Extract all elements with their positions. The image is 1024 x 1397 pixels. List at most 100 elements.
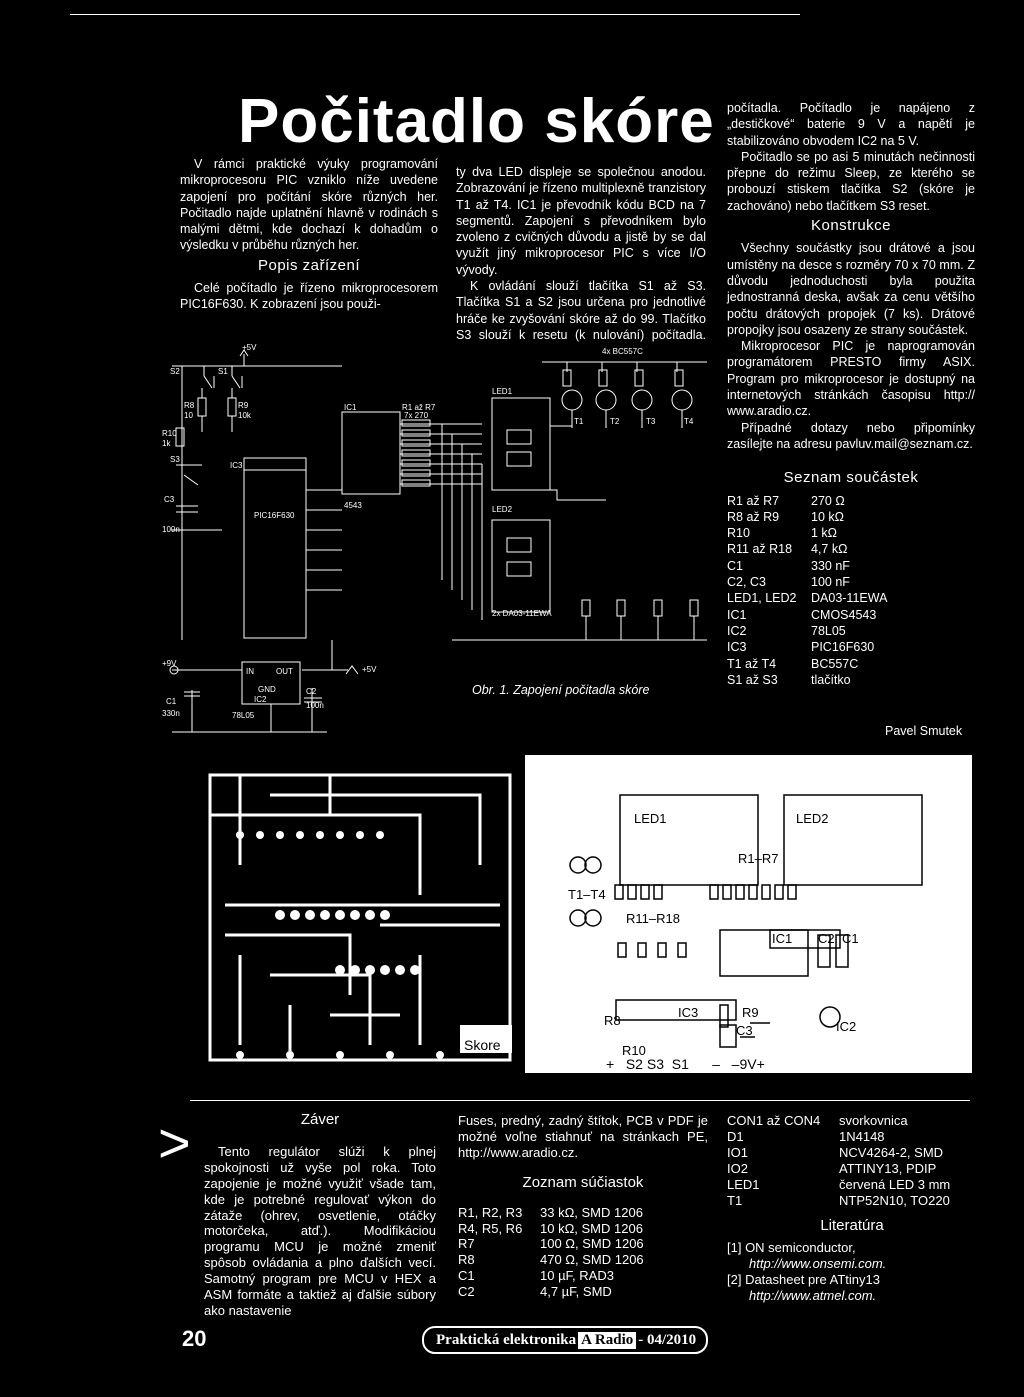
schematic-diagram: +5V S2 S1 R8 10 R9 10k R10 1k S3 C3 100n… xyxy=(162,343,707,733)
parts-row: C1 10 µF, RAD3 xyxy=(458,1268,644,1284)
sch-c3v: 100n xyxy=(162,525,180,534)
part-designator: S1 až S3 xyxy=(727,672,778,687)
right-column: počítadla. Počítadlo je napájeno z „dest… xyxy=(727,100,975,688)
part-designator: R4, R5, R6 xyxy=(458,1220,523,1236)
pcb-label-r9: R9 xyxy=(742,1005,759,1020)
pcb-label-led1: LED1 xyxy=(634,811,667,826)
pcb-label-led2: LED2 xyxy=(796,811,829,826)
sch-r10v: 1k xyxy=(162,439,171,448)
sch-in: IN xyxy=(246,667,254,676)
part-designator: C1 xyxy=(727,558,743,573)
magazine-banner: Praktická elektronika A Radio - 04/2010 xyxy=(422,1326,709,1354)
sch-r8: R8 xyxy=(184,401,195,410)
sch-da: 2x DA03-11EWA xyxy=(492,609,552,618)
pcb-label-r1r7: R1–R7 xyxy=(738,851,779,866)
part-value: 100 nF xyxy=(811,575,850,590)
part-value: 1 kΩ xyxy=(811,526,838,541)
parts-row: R10 1 kΩ xyxy=(727,525,887,541)
sch-t3: T3 xyxy=(646,417,656,426)
part-value: 330 nF xyxy=(811,558,850,573)
sch-gnd: GND xyxy=(258,685,276,694)
section-rule xyxy=(190,1100,970,1101)
part-designator: R8 až R9 xyxy=(727,509,780,524)
zaver-column: Záver Tento regulátor slúži k plnej spok… xyxy=(204,1112,436,1319)
sch-c2: C2 xyxy=(306,687,317,696)
part-value: 10 µF, RAD3 xyxy=(540,1268,614,1284)
parts-row: C1 330 nF xyxy=(727,558,887,574)
part-value: 270 Ω xyxy=(811,493,845,508)
sch-c3: C3 xyxy=(164,495,175,504)
part-designator: R10 xyxy=(727,526,750,541)
literature-1-url[interactable]: http://www.onsemi.com. xyxy=(749,1256,887,1272)
part-designator: R11 až R18 xyxy=(727,542,793,557)
parts-row: LED1, LED2 DA03-11EWA xyxy=(727,590,887,606)
literature-2-url[interactable]: http://www.atmel.com. xyxy=(749,1288,877,1304)
pcb-label-r10: R10 xyxy=(622,1043,646,1058)
middle-column: ty dva LED displeje se společnou anodou.… xyxy=(456,164,706,342)
right-paragraph-0: počítadla. Počítadlo je napájeno z „dest… xyxy=(727,101,975,148)
page-number: 20 xyxy=(182,1326,207,1351)
popis-paragraph: Celé počítadlo je řízeno mikroprocesorem… xyxy=(180,281,438,312)
magazine-radio: A Radio xyxy=(578,1331,637,1349)
part-value: 470 Ω, SMD 1206 xyxy=(540,1252,644,1268)
page-title: Počitadlo skóre xyxy=(238,87,715,156)
sch-plus9v: +9V xyxy=(162,659,177,668)
sch-led1: LED1 xyxy=(492,387,513,396)
part-designator: R1, R2, R3 xyxy=(458,1204,523,1220)
literatura-heading: Literatúra xyxy=(820,1217,884,1235)
pcb-drawing xyxy=(180,755,923,1073)
part-value: DA03-11EWA xyxy=(811,591,888,606)
part-designator: C2 xyxy=(458,1284,475,1300)
part-designator: IC1 xyxy=(727,607,747,622)
zaver-paragraph: Tento regulátor slúži k plnej spokojnost… xyxy=(204,1143,436,1318)
zoznam-column: Fuses, predný, zadný štítok, PCB v PDF j… xyxy=(458,1113,708,1300)
part-designator: CON1 až CON4 xyxy=(727,1113,821,1128)
parts-row: C2, C3 100 nF xyxy=(727,574,887,590)
magazine-name: Praktická elektronika xyxy=(436,1331,577,1348)
pcb-label-c1: C1 xyxy=(842,931,859,946)
sch-ic1: IC1 xyxy=(344,403,357,412)
part-value: ATTINY13, PDIP xyxy=(839,1160,937,1176)
zaver-heading: Záver xyxy=(300,1111,340,1128)
sch-r8v: 10 xyxy=(184,411,193,420)
sch-s2: S2 xyxy=(170,367,180,376)
sch-r9: R9 xyxy=(238,401,249,410)
konstrukce-paragraph-3: Případné dotazy nebo připomínky zasílejt… xyxy=(727,420,975,451)
konstrukce-heading: Konstrukce xyxy=(810,217,892,235)
part-designator: C2, C3 xyxy=(727,575,766,590)
part-value: 78L05 xyxy=(811,623,846,638)
popis-heading: Popis zařízení xyxy=(257,256,361,274)
pcb-label-ic1: IC1 xyxy=(772,931,793,946)
sch-r10: R10 xyxy=(162,429,177,438)
part-value: 4,7 kΩ xyxy=(811,542,848,557)
part-value: PIC16F630 xyxy=(811,640,875,655)
seznam-heading: Seznam součástek xyxy=(783,469,919,487)
sch-bc: 4x BC557C xyxy=(602,347,643,356)
sch-pic: PIC16F630 xyxy=(254,511,295,520)
part-value: 4,7 µF, SMD xyxy=(540,1284,612,1300)
part-value: CMOS4543 xyxy=(811,607,877,622)
sch-c1v: 330n xyxy=(162,709,180,718)
pcb-bottom-labels: + S2 S3 S1 – –9V+ xyxy=(606,1056,765,1072)
part-designator: IC2 xyxy=(727,623,747,638)
sch-t4: T4 xyxy=(684,417,694,426)
pcb-label-c3: C3 xyxy=(736,1023,753,1038)
author: Pavel Smutek xyxy=(885,724,963,738)
part-designator: T1 až T4 xyxy=(727,656,777,671)
part-designator: LED1, LED2 xyxy=(727,591,797,606)
sch-r9v: 10k xyxy=(238,411,252,420)
part-value: červená LED 3 mm xyxy=(839,1176,951,1192)
sch-plus5v-b: +5V xyxy=(362,665,377,674)
sch-r1r7v: 7x 270 xyxy=(404,411,429,420)
part-designator: C1 xyxy=(458,1268,475,1284)
